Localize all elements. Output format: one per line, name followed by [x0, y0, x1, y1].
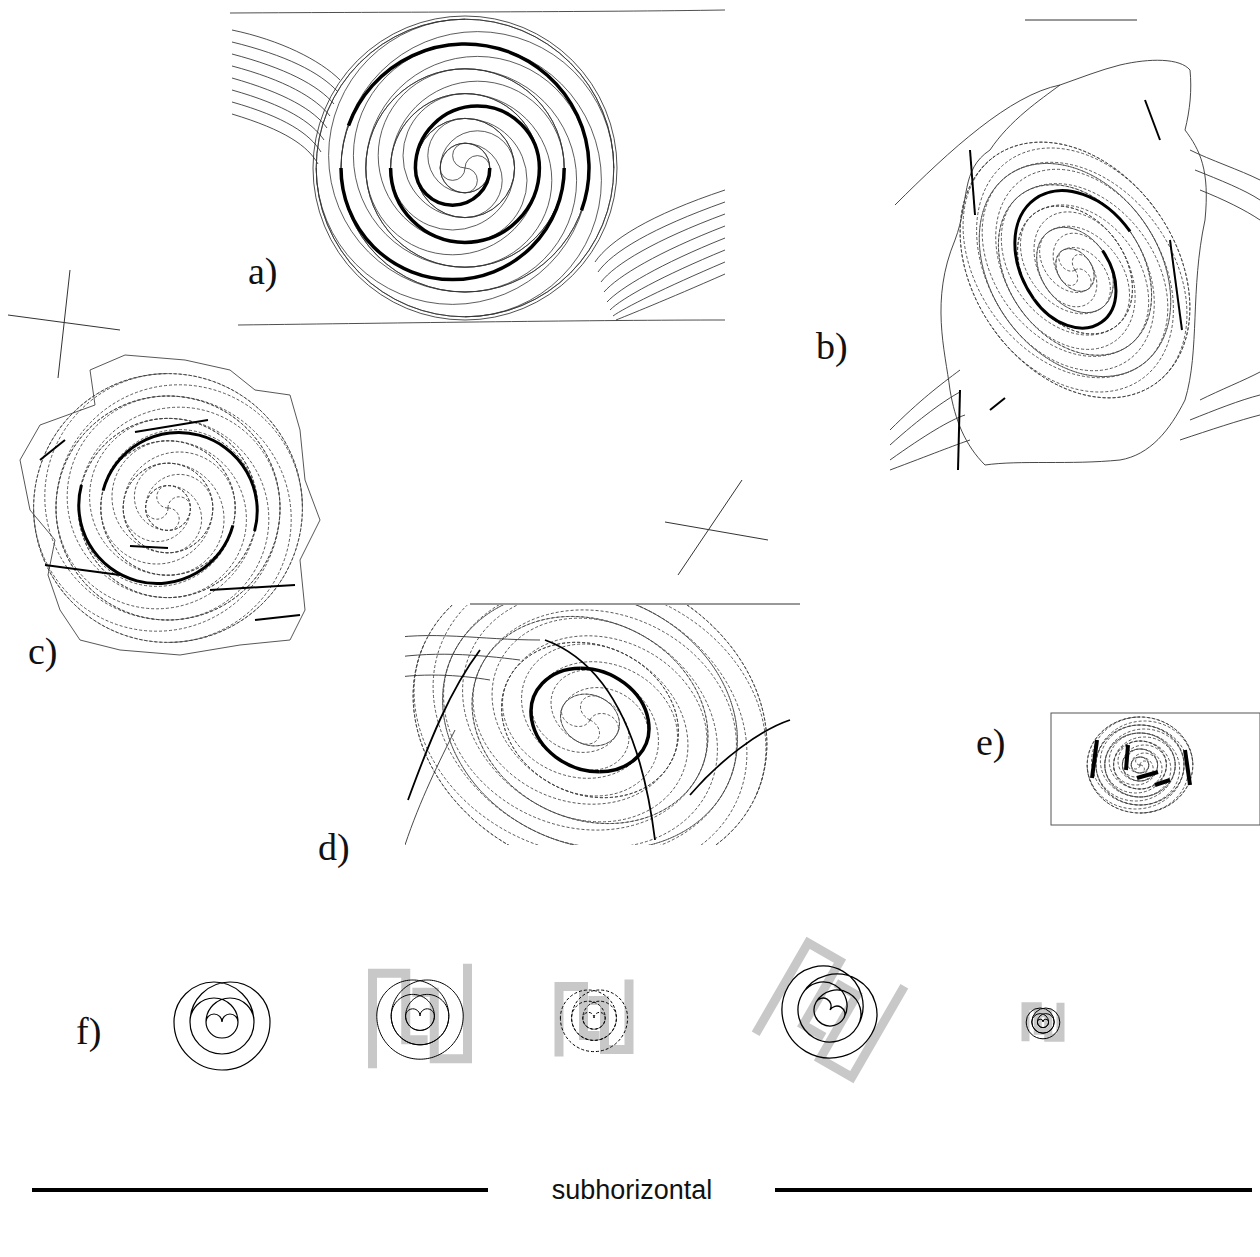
- panel-label-box: c): [24, 632, 62, 670]
- panel-label: b): [812, 325, 852, 367]
- panel-label: d): [314, 826, 354, 868]
- panel-label-box: b): [812, 327, 852, 365]
- panel-label: c): [24, 630, 62, 672]
- panel-label-box: a): [244, 252, 282, 290]
- panel-label: e): [972, 721, 1010, 763]
- panel-label: a): [244, 250, 282, 292]
- panel-label-box: e): [972, 723, 1010, 761]
- panel-label: f): [72, 1010, 105, 1052]
- panel-label-box: d): [314, 828, 354, 866]
- panel-label-box: f): [72, 1012, 105, 1050]
- axis-caption: subhorizontal: [548, 1175, 717, 1205]
- axis-caption-box: subhorizontal: [548, 1177, 717, 1204]
